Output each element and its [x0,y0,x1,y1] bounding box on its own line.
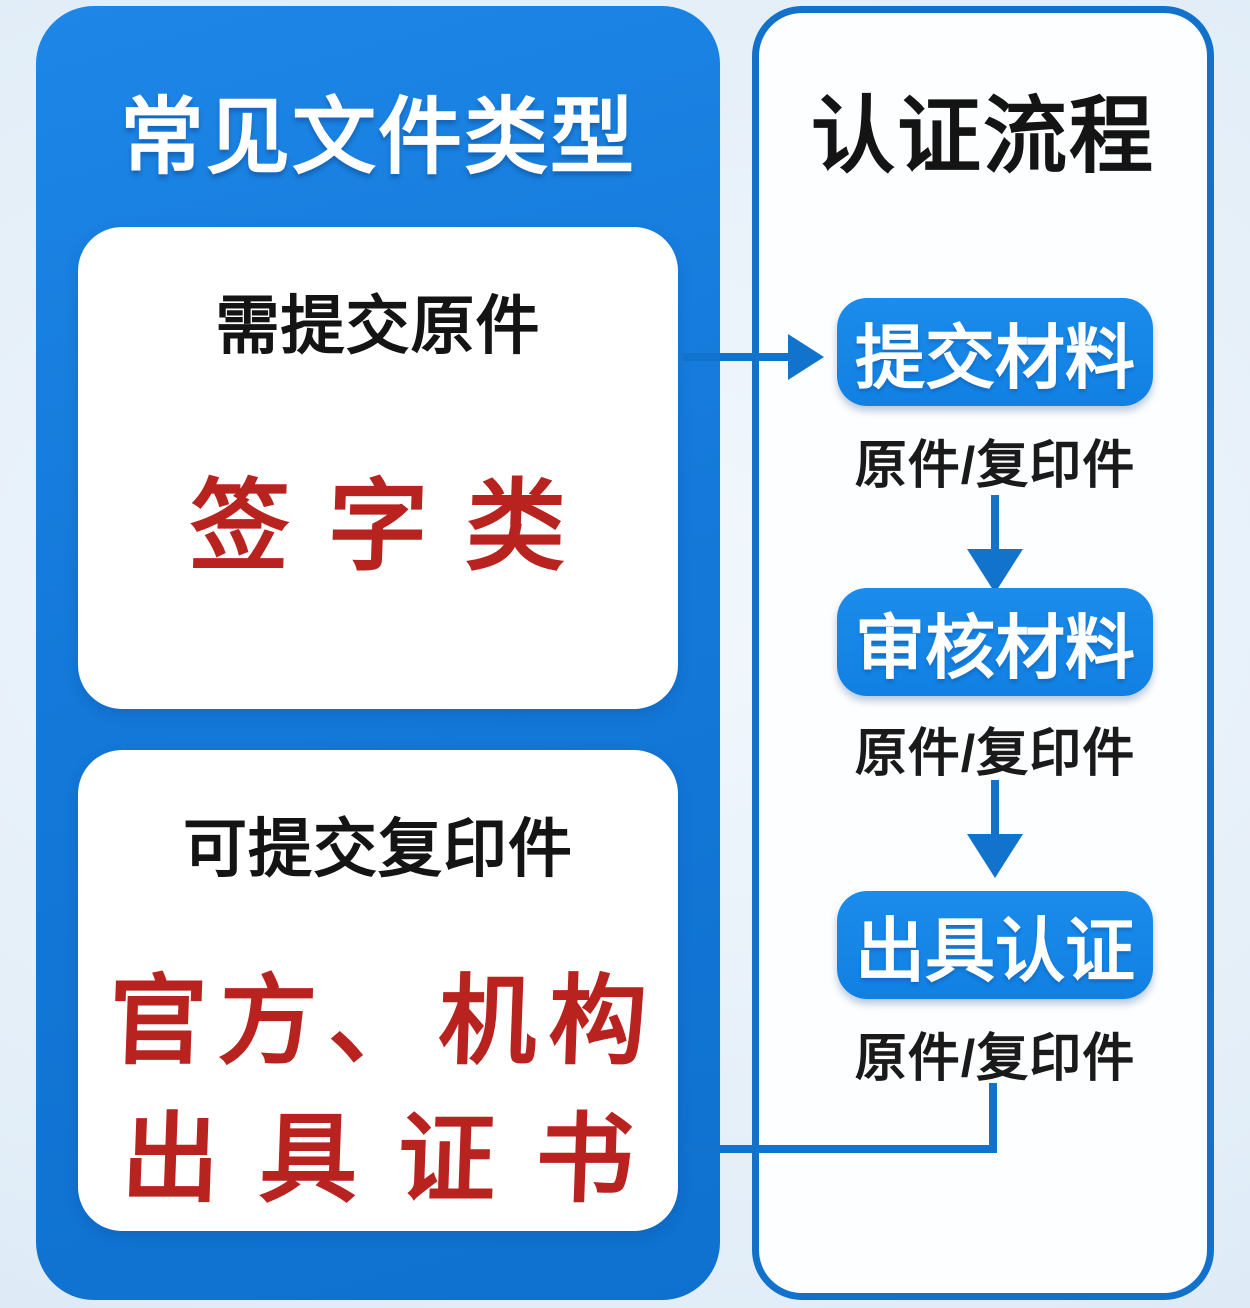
step-submit-materials-sublabel: 原件/复印件 [854,437,1136,495]
copies-allowed-card: 可提交复印件 官方、机构 出具证书 [78,750,678,1231]
copies-card-heading: 可提交复印件 [183,813,573,885]
document-types-title: 常见文件类型 [119,90,636,184]
originals-required-card: 需提交原件 签字类 [78,227,678,709]
issued-certificate-text: 出具证书 [119,1104,676,1214]
step-review-materials: 审核材料 [837,588,1153,696]
official-institution-text: 官方、机构 [106,966,661,1076]
document-types-panel: 常见文件类型 需提交原件 签字类 可提交复印件 官方、机构 出具证书 [36,6,720,1300]
elbow-connector-vertical-line [989,1083,997,1153]
step-review-materials-sublabel: 原件/复印件 [854,725,1136,783]
elbow-connector-horizontal-line [684,1145,997,1153]
certification-process-panel: 认证流程 提交材料 原件/复印件 审核材料 原件/复印件 出具认证 原件/复印件 [752,6,1214,1300]
right-arrow-icon [682,334,824,380]
originals-card-heading: 需提交原件 [215,290,541,362]
down-arrow-icon [967,780,1023,878]
step-issue-certification: 出具认证 [837,891,1153,999]
signature-type-text: 签字类 [187,471,606,583]
down-arrow-icon [967,495,1023,593]
certification-process-title: 认证流程 [810,89,1155,183]
step-issue-certification-sublabel: 原件/复印件 [854,1030,1136,1088]
step-submit-materials: 提交材料 [837,298,1153,406]
